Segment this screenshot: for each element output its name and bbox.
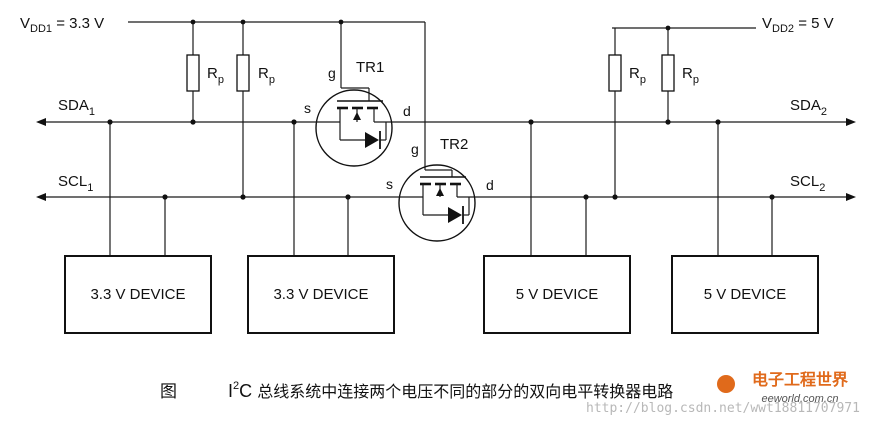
device-drops xyxy=(109,122,773,256)
device-label-4: 5 V DEVICE xyxy=(704,286,787,303)
pullup-resistor-scl1 xyxy=(236,22,250,197)
pullup-resistor-sda1 xyxy=(186,22,200,122)
figure-label: 图 xyxy=(160,382,177,402)
pullup-resistor-scl2 xyxy=(661,28,675,122)
transistor-tr2 xyxy=(398,22,476,242)
vdd2-label: VDD2 = 5 V xyxy=(762,15,834,35)
device-label-1: 3.3 V DEVICE xyxy=(90,286,185,303)
tr2-source-label: s xyxy=(386,176,393,192)
tr2-gate-label: g xyxy=(411,141,419,157)
sda1-label: SDA1 xyxy=(58,97,95,118)
tr1-gate-label: g xyxy=(328,65,336,81)
tr2-drain-label: d xyxy=(486,177,494,193)
device-box-4: 5 V DEVICE xyxy=(671,255,819,334)
scl2-label: SCL2 xyxy=(790,173,825,194)
sda2-label: SDA2 xyxy=(790,97,827,118)
device-box-3: 5 V DEVICE xyxy=(483,255,631,334)
device-label-3: 5 V DEVICE xyxy=(516,286,599,303)
device-box-2: 3.3 V DEVICE xyxy=(247,255,395,334)
junction-dots xyxy=(107,19,775,200)
device-box-1: 3.3 V DEVICE xyxy=(64,255,212,334)
tr1-drain-label: d xyxy=(403,103,411,119)
rp-label-1: Rp xyxy=(207,65,224,86)
tr2-label: TR2 xyxy=(440,136,468,153)
pullup-resistor-sda2 xyxy=(608,28,622,197)
transistor-tr1 xyxy=(315,22,393,167)
rp-label-3: Rp xyxy=(629,65,646,86)
eeworld-logo-text: 电子工程世界 xyxy=(752,370,848,389)
eeworld-logo: 电子工程世界 eeworld.com.cn xyxy=(717,370,848,405)
vdd1-label: VDD1 = 3.3 V xyxy=(20,15,104,35)
blog-url-watermark: http://blog.csdn.net/wwt18811707971 xyxy=(586,401,860,416)
tr1-source-label: s xyxy=(304,100,311,116)
figure-caption: I2C 总线系统中连接两个电压不同的部分的双向电平转换器电路 xyxy=(228,380,673,401)
tr1-label: TR1 xyxy=(356,59,384,76)
rp-label-2: Rp xyxy=(258,65,275,86)
sda-bus xyxy=(36,118,856,126)
scl-bus xyxy=(36,193,856,201)
rp-label-4: Rp xyxy=(682,65,699,86)
scl1-label: SCL1 xyxy=(58,173,93,194)
device-label-2: 3.3 V DEVICE xyxy=(273,286,368,303)
eeworld-logo-url: eeworld.com.cn xyxy=(761,393,838,405)
